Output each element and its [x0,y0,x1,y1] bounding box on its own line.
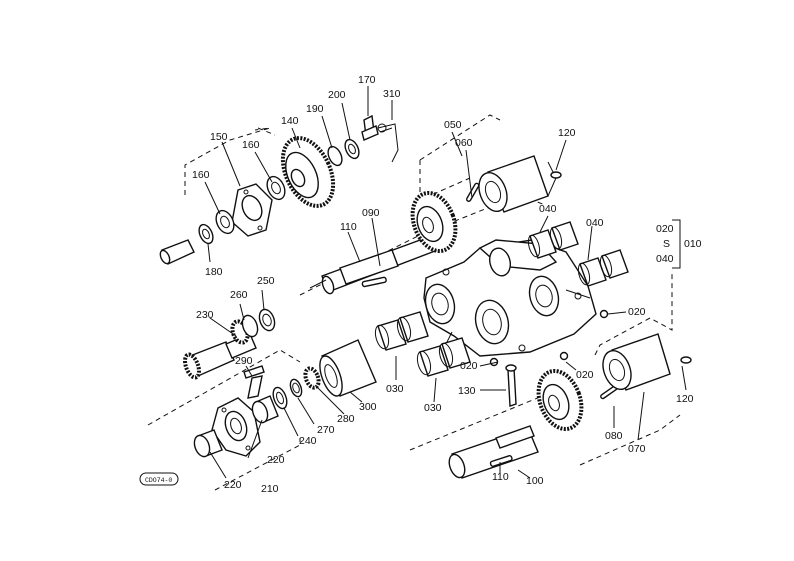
callout-020d: 020 [576,369,594,381]
callout-240: 240 [299,435,317,447]
callout-020c: 020 [460,360,478,372]
ring-270 [289,378,303,398]
callout-020b: 020 [628,306,646,318]
callout-120b: 120 [676,393,694,405]
bearing-220a [193,429,223,458]
bushing-120b [602,333,692,391]
callout-060: 060 [455,137,473,149]
callout-040a: 040 [539,203,557,215]
key-110b [489,455,513,467]
shaft-100 [448,425,539,479]
bushings-040 [527,221,629,287]
gear-140 [280,136,336,208]
callout-200: 200 [328,89,346,101]
bearing-160b [266,175,286,201]
callout-030b: 030 [424,402,442,414]
callout-170: 170 [358,74,376,86]
callout-120a: 120 [558,127,576,139]
callout-300: 300 [359,401,377,413]
callout-140: 140 [281,115,299,127]
callout-110a: 110 [340,221,357,233]
washer-180 [198,223,214,245]
callout-tilde: S [663,238,670,250]
callout-230: 230 [196,309,214,321]
callout-270: 270 [317,424,335,436]
bearing-260 [230,314,259,345]
callout-260: 260 [230,289,248,301]
bolt-170 [361,114,379,141]
shaft-090 [309,231,449,295]
callout-010: 010 [684,238,702,250]
callout-220b: 220 [224,479,242,491]
callout-220a: 220 [267,454,285,466]
callout-020a: 020 [656,223,674,235]
flange-150 [231,183,273,237]
callout-040b: 040 [586,217,604,229]
callouts: 170 310 200 190 140 150 160 160 180 090 … [192,74,702,495]
washer-250 [258,308,276,332]
gear-070 [536,368,584,432]
washer-200 [344,138,360,160]
callout-180: 180 [205,266,223,278]
callout-190: 190 [306,103,324,115]
bolt-290 [243,365,265,399]
callout-090: 090 [362,207,380,219]
callout-160b: 160 [192,169,210,181]
washer-240 [272,386,288,410]
callout-280: 280 [337,413,355,425]
callout-070: 070 [628,443,646,455]
bearing-280 [303,366,321,390]
callout-250: 250 [257,275,275,287]
bushing-120a [478,155,562,213]
key-110a [361,276,387,288]
leader-lines [204,86,687,479]
bushings-030 [374,311,471,377]
callout-210: 210 [261,483,279,495]
pin-310 [377,123,399,163]
shaft-end [159,239,195,265]
callout-160a: 160 [242,139,260,151]
callout-030a: 030 [386,383,404,395]
key-060 [466,182,480,202]
drawing-stamp: CDO74-0 [139,472,179,486]
bearing-160a [215,209,235,235]
bearing-220b [251,395,279,424]
callout-290: 290 [235,355,253,367]
callout-150: 150 [210,131,228,143]
callout-130: 130 [458,385,476,397]
gear-050 [410,190,458,254]
pin-130 [505,364,517,407]
shaft-230 [183,333,257,380]
sleeve-300 [319,339,377,397]
washer-190 [327,145,343,167]
callout-110b: 110 [492,471,509,483]
callout-050: 050 [444,119,462,131]
callout-040c: 040 [656,253,674,265]
stamp-text: CDO74-0 [145,477,172,484]
callout-080: 080 [605,430,623,442]
callout-100: 100 [526,475,544,487]
housing-010 [423,239,597,357]
callout-310: 310 [383,88,401,100]
